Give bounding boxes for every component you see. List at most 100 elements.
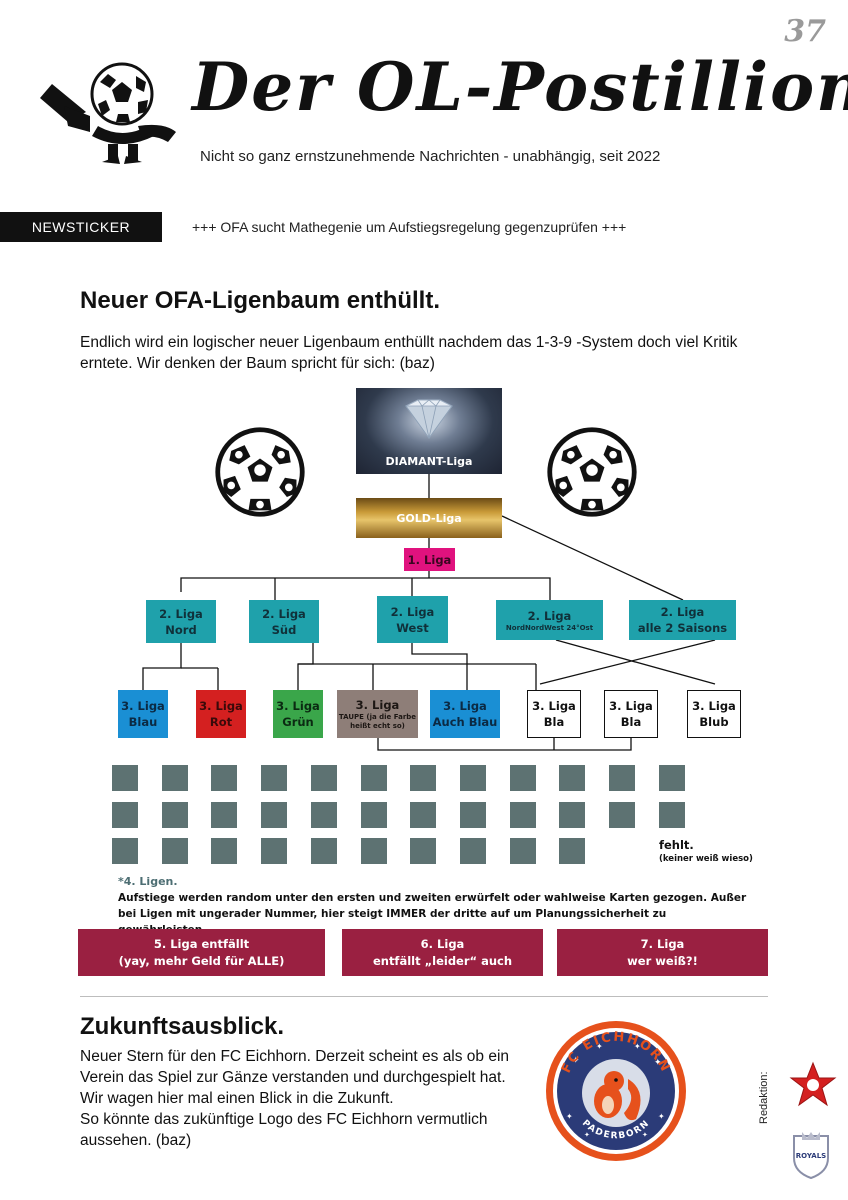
liga2-sub-label: Nord [165, 622, 197, 637]
svg-text:✦: ✦ [642, 1131, 648, 1139]
soccer-ball-icon [215, 427, 305, 517]
diamant-league-label: DIAMANT-Liga [385, 455, 473, 468]
liga4-square [211, 801, 238, 828]
liga3-box: 3. Liga Blub [687, 690, 741, 738]
lower-league-box: 7. Liga wer weiß?! [557, 929, 768, 976]
liga3-label: 3. Liga [121, 699, 165, 713]
liga1-label: 1. Liga [407, 552, 452, 567]
liga4-square [459, 801, 486, 828]
diamond-icon [405, 399, 453, 439]
lower-league-note: wer weiß?! [627, 953, 698, 968]
liga4-square [509, 838, 536, 864]
liga3-label: 3. Liga [609, 699, 653, 713]
liga2-sub-label: alle 2 Saisons [637, 621, 728, 635]
liga3-sub-label: Blau [128, 715, 158, 729]
liga4-square [112, 838, 138, 864]
horn-ball-logo-icon [40, 62, 176, 164]
red-star-icon [789, 1061, 837, 1107]
liga2-label: 2. Liga [262, 606, 306, 621]
svg-text:✦: ✦ [566, 1112, 573, 1121]
liga4-square [609, 801, 635, 828]
outlook-line: Verein das Spiel zur Gänze verstanden un… [80, 1069, 506, 1086]
liga4-square [509, 801, 536, 828]
diamant-league-box: DIAMANT-Liga [356, 388, 502, 474]
article-headline: Neuer OFA-Ligenbaum enthüllt. [80, 287, 441, 314]
svg-text:✦: ✦ [658, 1112, 665, 1121]
svg-text:✦: ✦ [584, 1131, 590, 1139]
outlook-line: aussehen. (baz) [80, 1132, 192, 1149]
liga3-box: 3. Liga Bla [527, 690, 581, 738]
liga3-box: 3. Liga Bla [604, 690, 658, 738]
svg-text:✦: ✦ [654, 1058, 662, 1068]
liga4-square [161, 801, 188, 828]
lower-league-box: 6. Liga entfällt „leider“ auch [342, 929, 543, 976]
liga4-square [360, 801, 387, 828]
svg-text:✦: ✦ [596, 1042, 603, 1051]
liga4-square [161, 765, 188, 791]
liga2-sub-label: West [396, 620, 429, 635]
liga2-box: 2. Liga West [377, 596, 448, 643]
liga3-label: 3. Liga [355, 698, 400, 712]
liga3-sub-label: Rot [209, 715, 233, 729]
outlook-headline: Zukunftsausblick. [80, 1013, 285, 1040]
liga4-square [261, 801, 288, 828]
liga4-square [211, 838, 238, 864]
footnote-title: *4. Ligen. [118, 875, 178, 888]
missing-label: fehlt. [659, 838, 694, 852]
liga4-square [609, 765, 635, 791]
fc-eichhorn-badge-icon: ✦✦ ✦✦ ✦✦ ✦✦ FC EICHHORN PADERBORN [546, 1021, 686, 1161]
liga4-square [112, 801, 138, 828]
outlook-line: So könnte das zukünftige Logo des FC Eic… [80, 1111, 488, 1128]
liga4-square [410, 765, 437, 791]
liga4-square [410, 838, 437, 864]
gold-league-label: GOLD-Liga [396, 511, 462, 525]
soccer-ball-icon [547, 427, 637, 517]
liga4-square [509, 765, 536, 791]
liga4-square [310, 838, 337, 864]
liga2-box: 2. Liga NordNordWest 24°Ost [496, 600, 603, 640]
liga4-square [360, 765, 387, 791]
newsticker-label: NEWSTICKER [0, 212, 162, 242]
outlook-line: Wir wagen hier mal einen Blick in die Zu… [80, 1090, 394, 1107]
liga4-square [559, 765, 586, 791]
liga2-box: 2. Liga Süd [249, 600, 319, 643]
liga4-square [261, 838, 288, 864]
liga4-square [112, 765, 138, 791]
liga4-square [211, 765, 238, 791]
liga3-label: 3. Liga [692, 699, 736, 713]
liga4-square [459, 765, 486, 791]
liga1-box: 1. Liga [404, 548, 455, 571]
liga2-sub-label: Süd [271, 622, 297, 637]
liga2-label: 2. Liga [159, 606, 203, 621]
svg-text:✦: ✦ [572, 1056, 580, 1066]
liga3-sub-label: Bla [543, 715, 565, 729]
lower-league-title: 6. Liga [420, 936, 465, 951]
newsticker-text: +++ OFA sucht Mathegenie um Aufstiegsreg… [192, 219, 627, 235]
liga3-sub-label: Bla [620, 715, 642, 729]
liga4-square [559, 838, 586, 864]
liga4-square [161, 838, 188, 864]
lower-league-note: entfällt „leider“ auch [372, 953, 513, 968]
liga3-sub-label: Grün [282, 715, 314, 729]
liga2-label: 2. Liga [527, 608, 572, 623]
lower-league-note: (yay, mehr Geld für ALLE) [118, 953, 285, 968]
liga3-sub-label: Auch Blau [432, 715, 498, 729]
svg-text:✦: ✦ [634, 1042, 641, 1051]
liga3-box: 3. Liga Rot [196, 690, 246, 738]
liga3-label: 3. Liga [199, 699, 243, 713]
royals-label: ROYALS [796, 1152, 826, 1160]
royals-shield-icon: ROYALS [793, 1132, 829, 1180]
liga4-square [310, 801, 337, 828]
liga4-square [261, 765, 288, 791]
liga4-square [310, 765, 337, 791]
missing-note: (keiner weiß wieso) [659, 854, 753, 864]
lower-league-title: 7. Liga [640, 936, 685, 951]
liga2-label: 2. Liga [660, 605, 705, 619]
liga2-box: 2. Liga alle 2 Saisons [629, 600, 736, 640]
liga2-sub-label: NordNordWest 24°Ost [505, 623, 594, 632]
gold-league-box: GOLD-Liga [356, 498, 502, 538]
outlook-line: Neuer Stern für den FC Eichhorn. Derzeit… [80, 1048, 510, 1065]
liga4-square [360, 838, 387, 864]
section-divider [80, 996, 768, 997]
liga3-label: 3. Liga [276, 699, 320, 713]
